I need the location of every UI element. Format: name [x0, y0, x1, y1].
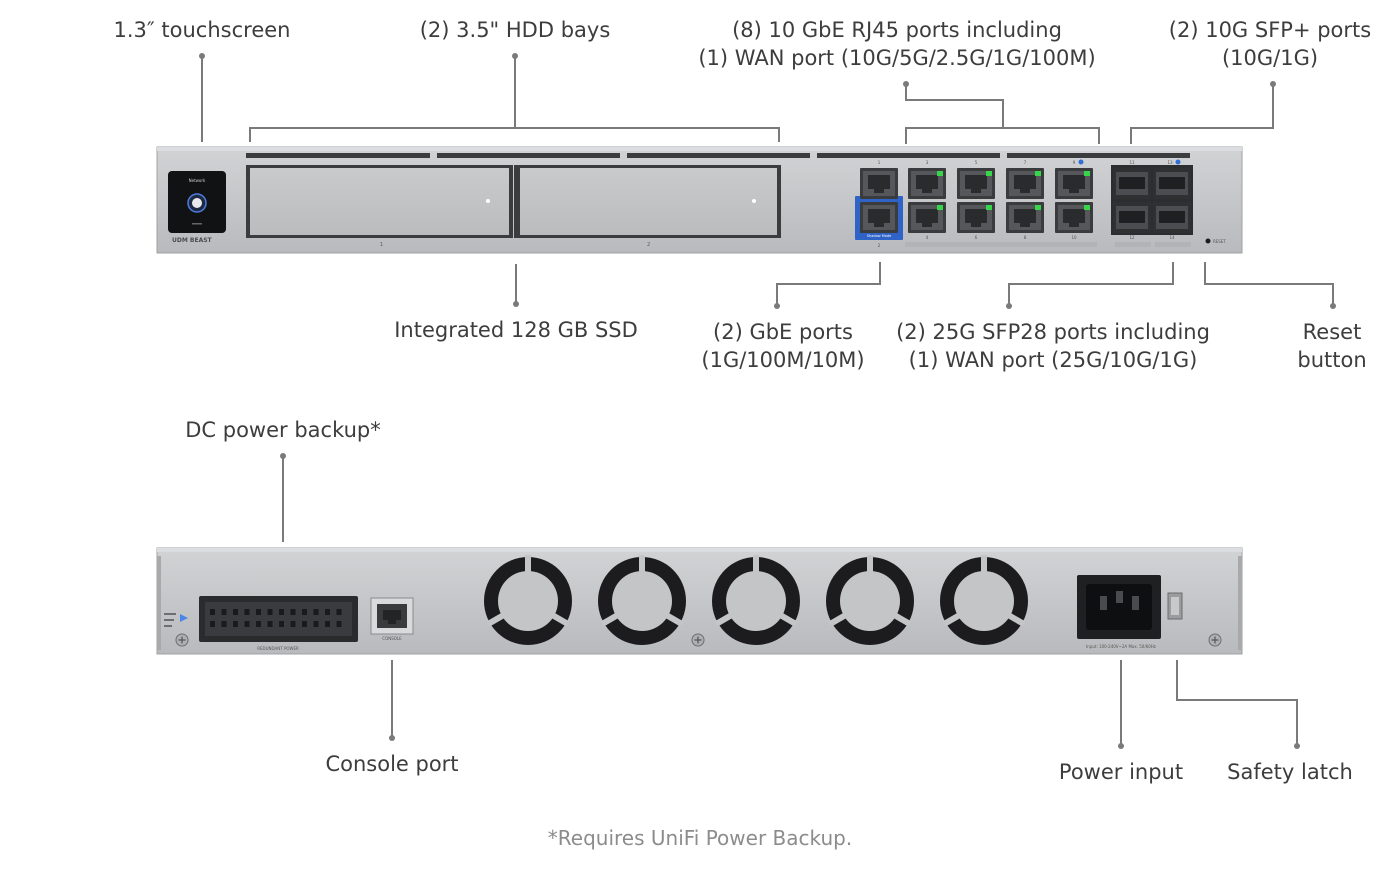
front-leader-dots — [199, 53, 1336, 309]
svg-text:2: 2 — [878, 243, 881, 248]
connector-pin — [244, 621, 250, 627]
svg-text:RESET: RESET — [1213, 239, 1226, 244]
screw-icon — [175, 633, 189, 647]
svg-text:3: 3 — [926, 160, 929, 165]
front-panel: Network UDM BEAST 1 2 Shadow Mode 1 2 — [156, 146, 1243, 254]
label-gbe-ports: (2) GbE ports (1G/100M/10M) — [701, 320, 865, 372]
connector-pin — [233, 621, 238, 627]
connector-pin — [256, 609, 261, 615]
footnote: *Requires UniFi Power Backup. — [547, 826, 853, 850]
gbe-port-1 — [860, 168, 898, 199]
reset-button[interactable] — [1205, 238, 1211, 244]
label-safety-latch: Safety latch — [1227, 760, 1353, 784]
svg-text:12: 12 — [1129, 235, 1135, 240]
connector-pin — [256, 621, 261, 627]
connector-pin — [267, 621, 273, 627]
svg-text:1: 1 — [878, 160, 881, 165]
svg-text:4: 4 — [926, 235, 929, 240]
touchscreen: Network — [168, 171, 226, 233]
svg-text:Input: 100-240V~2A Max. 50/60H: Input: 100-240V~2A Max. 50/60Hz — [1086, 644, 1156, 649]
svg-text:Shadow Mode: Shadow Mode — [867, 234, 891, 238]
label-sfp28-ports: (2) 25G SFP28 ports including (1) WAN po… — [896, 320, 1210, 372]
connector-pin — [244, 609, 250, 615]
back-panel: REDUNDANT POWER CONSOLE Input: 100-240V~… — [156, 547, 1243, 655]
connector-pin — [290, 609, 296, 615]
back-leader-lines — [282, 456, 1298, 744]
label-sfp-plus-ports: (2) 10G SFP+ ports (10G/1G) — [1168, 18, 1372, 70]
label-reset-button: Reset button — [1297, 320, 1367, 372]
back-leader-dots — [280, 453, 1300, 749]
svg-text:REDUNDANT POWER: REDUNDANT POWER — [257, 646, 299, 651]
label-ssd: Integrated 128 GB SSD — [394, 318, 638, 342]
safety-latch[interactable] — [1167, 592, 1183, 620]
label-hdd-bays: (2) 3.5" HDD bays — [419, 18, 611, 42]
connector-pin — [221, 609, 227, 615]
label-dc-power-backup: DC power backup* — [185, 418, 381, 442]
bay-number-2: 2 — [647, 242, 650, 248]
connector-pin — [210, 621, 215, 627]
console-port — [370, 597, 414, 635]
svg-text:13: 13 — [1167, 160, 1173, 165]
label-console-port: Console port — [325, 752, 459, 776]
connector-pin — [279, 609, 284, 615]
svg-text:10: 10 — [1071, 235, 1077, 240]
screw-icon — [691, 633, 705, 647]
svg-text:8: 8 — [1024, 235, 1027, 240]
bay-number-1: 1 — [380, 242, 383, 248]
gbe-port-2 — [860, 202, 898, 233]
front-leader-lines — [201, 56, 1334, 304]
model-name: UDM BEAST — [172, 237, 213, 244]
svg-text:5: 5 — [975, 160, 978, 165]
svg-text:9: 9 — [1073, 160, 1076, 165]
connector-pin — [302, 621, 307, 627]
connector-pin — [290, 621, 296, 627]
gbe-port-block: Shadow Mode — [855, 168, 903, 240]
svg-text:14: 14 — [1169, 235, 1175, 240]
connector-pin — [325, 621, 330, 627]
connector-pin — [279, 621, 284, 627]
dc-power-backup-connector — [199, 596, 358, 642]
hdd-bay-2 — [514, 165, 781, 238]
connector-pin — [325, 609, 330, 615]
label-power-input: Power input — [1058, 760, 1184, 784]
svg-text:CONSOLE: CONSOLE — [382, 636, 402, 641]
svg-text:11: 11 — [1129, 160, 1135, 165]
connector-pin — [313, 609, 319, 615]
screw-icon — [1208, 633, 1222, 647]
connector-pin — [313, 621, 319, 627]
svg-text:6: 6 — [975, 235, 978, 240]
connector-pin — [233, 609, 238, 615]
label-touchscreen: 1.3″ touchscreen — [113, 18, 291, 42]
hdd-bay-1 — [246, 165, 513, 238]
svg-text:Network: Network — [189, 178, 206, 183]
connector-pin — [302, 609, 307, 615]
connector-pin — [336, 621, 342, 627]
svg-text:7: 7 — [1024, 160, 1027, 165]
connector-pin — [336, 609, 342, 615]
label-rj45-ports: (8) 10 GbE RJ45 ports including (1) WAN … — [698, 18, 1096, 70]
connector-pin — [210, 609, 215, 615]
sfp-ports — [1111, 165, 1193, 235]
connector-pin — [267, 609, 273, 615]
power-input-socket — [1077, 575, 1161, 639]
connector-pin — [221, 621, 227, 627]
